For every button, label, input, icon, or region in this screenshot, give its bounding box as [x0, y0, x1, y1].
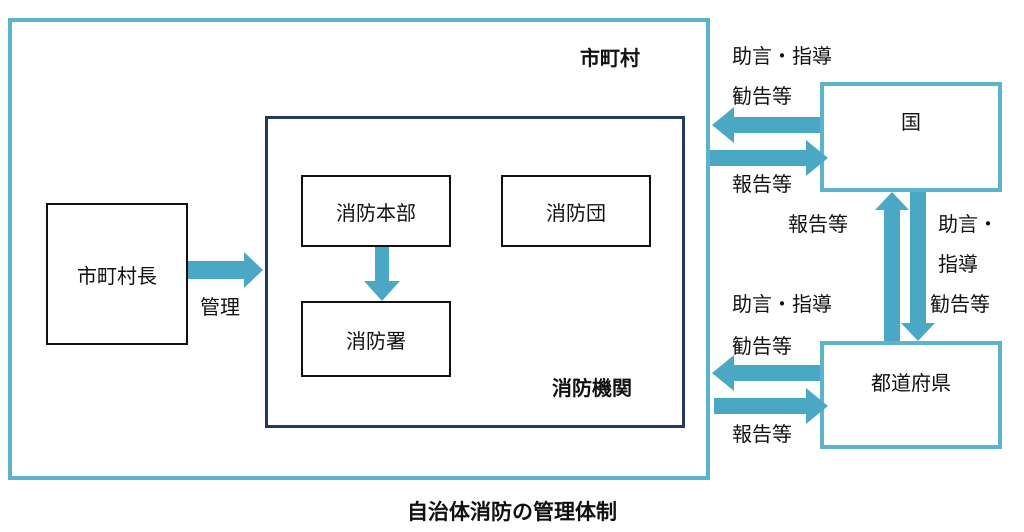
- prefecture-box: 都道府県: [820, 341, 1002, 449]
- fire-brigade-label: 消防団: [546, 200, 606, 225]
- fire-organization-label: 消防機関: [552, 376, 632, 400]
- fire-hq-box: 消防本部: [301, 175, 451, 247]
- middle-advice-label-2: 指導: [938, 252, 978, 276]
- top-advice-label: 助言・指導: [732, 44, 832, 68]
- municipality-box: [8, 18, 710, 480]
- country-to-prefecture-arrow: [901, 192, 935, 341]
- middle-report-label: 報告等: [788, 212, 848, 236]
- hq-to-station-arrow: [364, 247, 400, 301]
- mayor-label: 市町村長: [77, 263, 157, 288]
- top-report-label: 報告等: [732, 172, 792, 196]
- country-label: 国: [901, 110, 921, 134]
- fire-organization-box: [265, 116, 685, 428]
- municipality-to-prefecture-arrow: [714, 388, 828, 424]
- prefecture-to-municipality-arrow: [712, 355, 820, 391]
- middle-recommend-label: 勧告等: [930, 292, 990, 316]
- bottom-advice-label: 助言・指導: [732, 292, 832, 316]
- mayor-box: 市町村長: [46, 203, 188, 345]
- bottom-report-label: 報告等: [732, 422, 792, 446]
- diagram-caption: 自治体消防の管理体制: [407, 500, 617, 524]
- fire-brigade-box: 消防団: [501, 175, 651, 247]
- bottom-recommend-label: 勧告等: [732, 334, 792, 358]
- management-arrow: [188, 252, 263, 288]
- top-recommend-label: 勧告等: [732, 84, 792, 108]
- prefecture-to-country-arrow: [875, 192, 909, 341]
- prefecture-label: 都道府県: [871, 371, 951, 395]
- municipality-to-country-arrow: [710, 140, 828, 176]
- country-box: 国: [820, 82, 1002, 192]
- municipality-label: 市町村: [580, 46, 640, 70]
- fire-station-box: 消防署: [301, 301, 451, 377]
- middle-advice-label-1: 助言・: [938, 212, 998, 236]
- fire-hq-label: 消防本部: [336, 200, 416, 225]
- country-to-municipality-arrow: [712, 107, 820, 143]
- fire-station-label: 消防署: [346, 328, 406, 353]
- management-label: 管理: [200, 295, 240, 319]
